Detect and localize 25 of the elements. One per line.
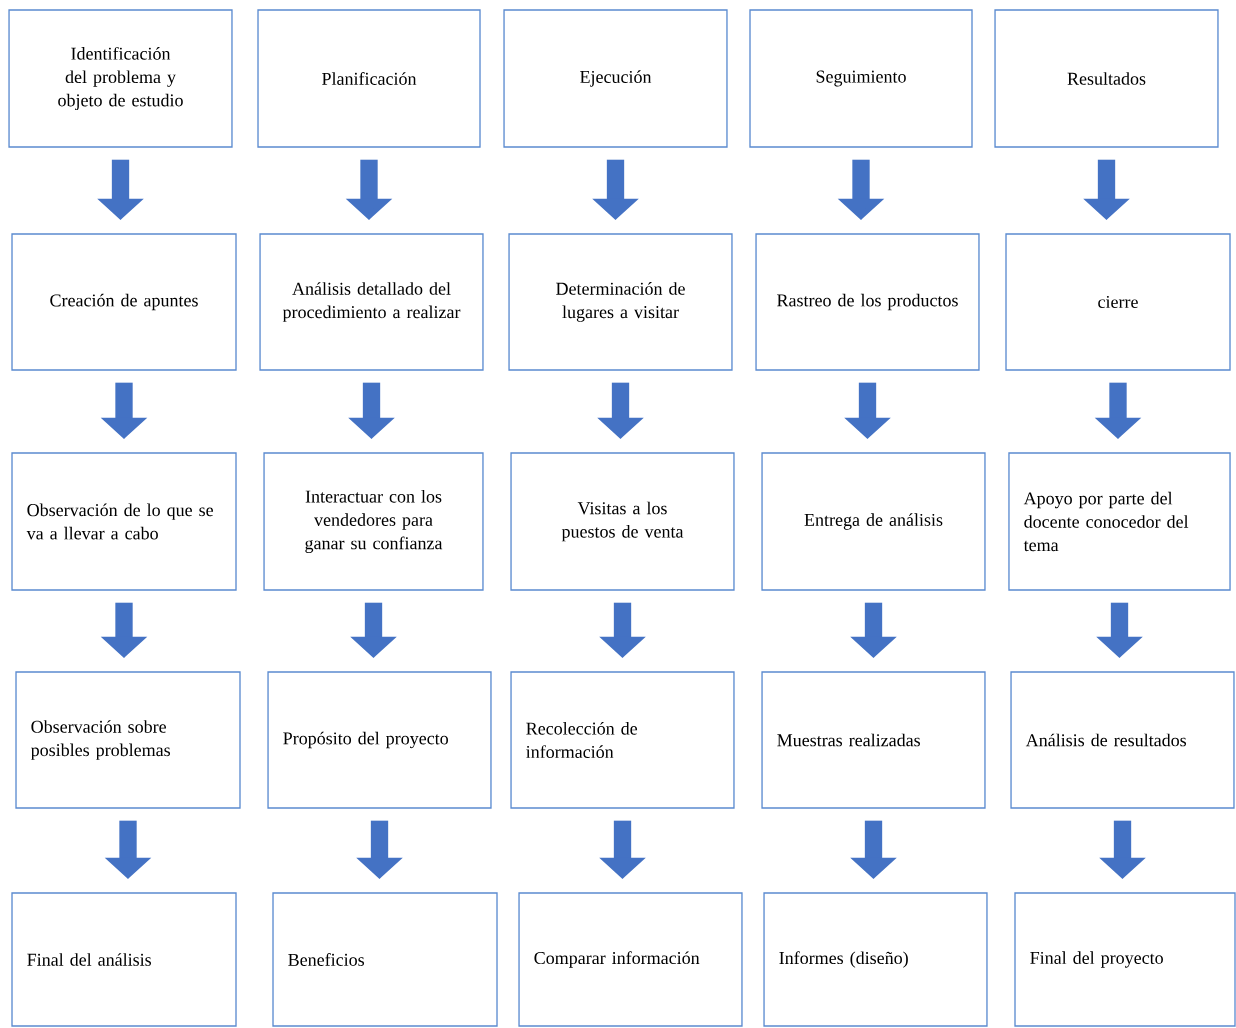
- process-box: Determinación de lugares a visitar: [508, 233, 733, 371]
- process-box: Ejecución: [503, 9, 728, 148]
- process-box: Identificación del problema y objeto de estudio: [8, 9, 233, 148]
- process-box: cierre: [1005, 233, 1231, 371]
- process-box: Informes (diseño): [763, 892, 988, 1027]
- process-box: Final del proyecto: [1014, 892, 1236, 1027]
- process-box: Resultados: [994, 9, 1219, 148]
- process-box: Recolección de información: [510, 671, 735, 809]
- process-box: Análisis detallado del procedimiento a realizar: [259, 233, 484, 371]
- process-box: Final del análisis: [11, 892, 237, 1027]
- process-box: Muestras realizadas: [761, 671, 986, 809]
- process-box: Creación de apuntes: [11, 233, 237, 371]
- process-box: Análisis de resultados: [1010, 671, 1235, 809]
- process-box: Planificación: [257, 9, 481, 148]
- process-box: Beneficios: [272, 892, 498, 1027]
- process-box: Rastreo de los productos: [755, 233, 980, 371]
- process-box: Comparar información: [518, 892, 743, 1027]
- process-box: Entrega de análisis: [761, 452, 986, 591]
- process-box: Seguimiento: [749, 9, 973, 148]
- process-box: Visitas a los puestos de venta: [510, 452, 735, 591]
- process-box: Apoyo por parte del docente conocedor del tema: [1008, 452, 1231, 591]
- process-box: Propósito del proyecto: [267, 671, 492, 809]
- process-box: Interactuar con los vendedores para ganar su confianza: [263, 452, 484, 591]
- process-box: Observación sobre posibles problemas: [15, 671, 241, 809]
- process-box: Observación de lo que se va a llevar a cabo: [11, 452, 237, 591]
